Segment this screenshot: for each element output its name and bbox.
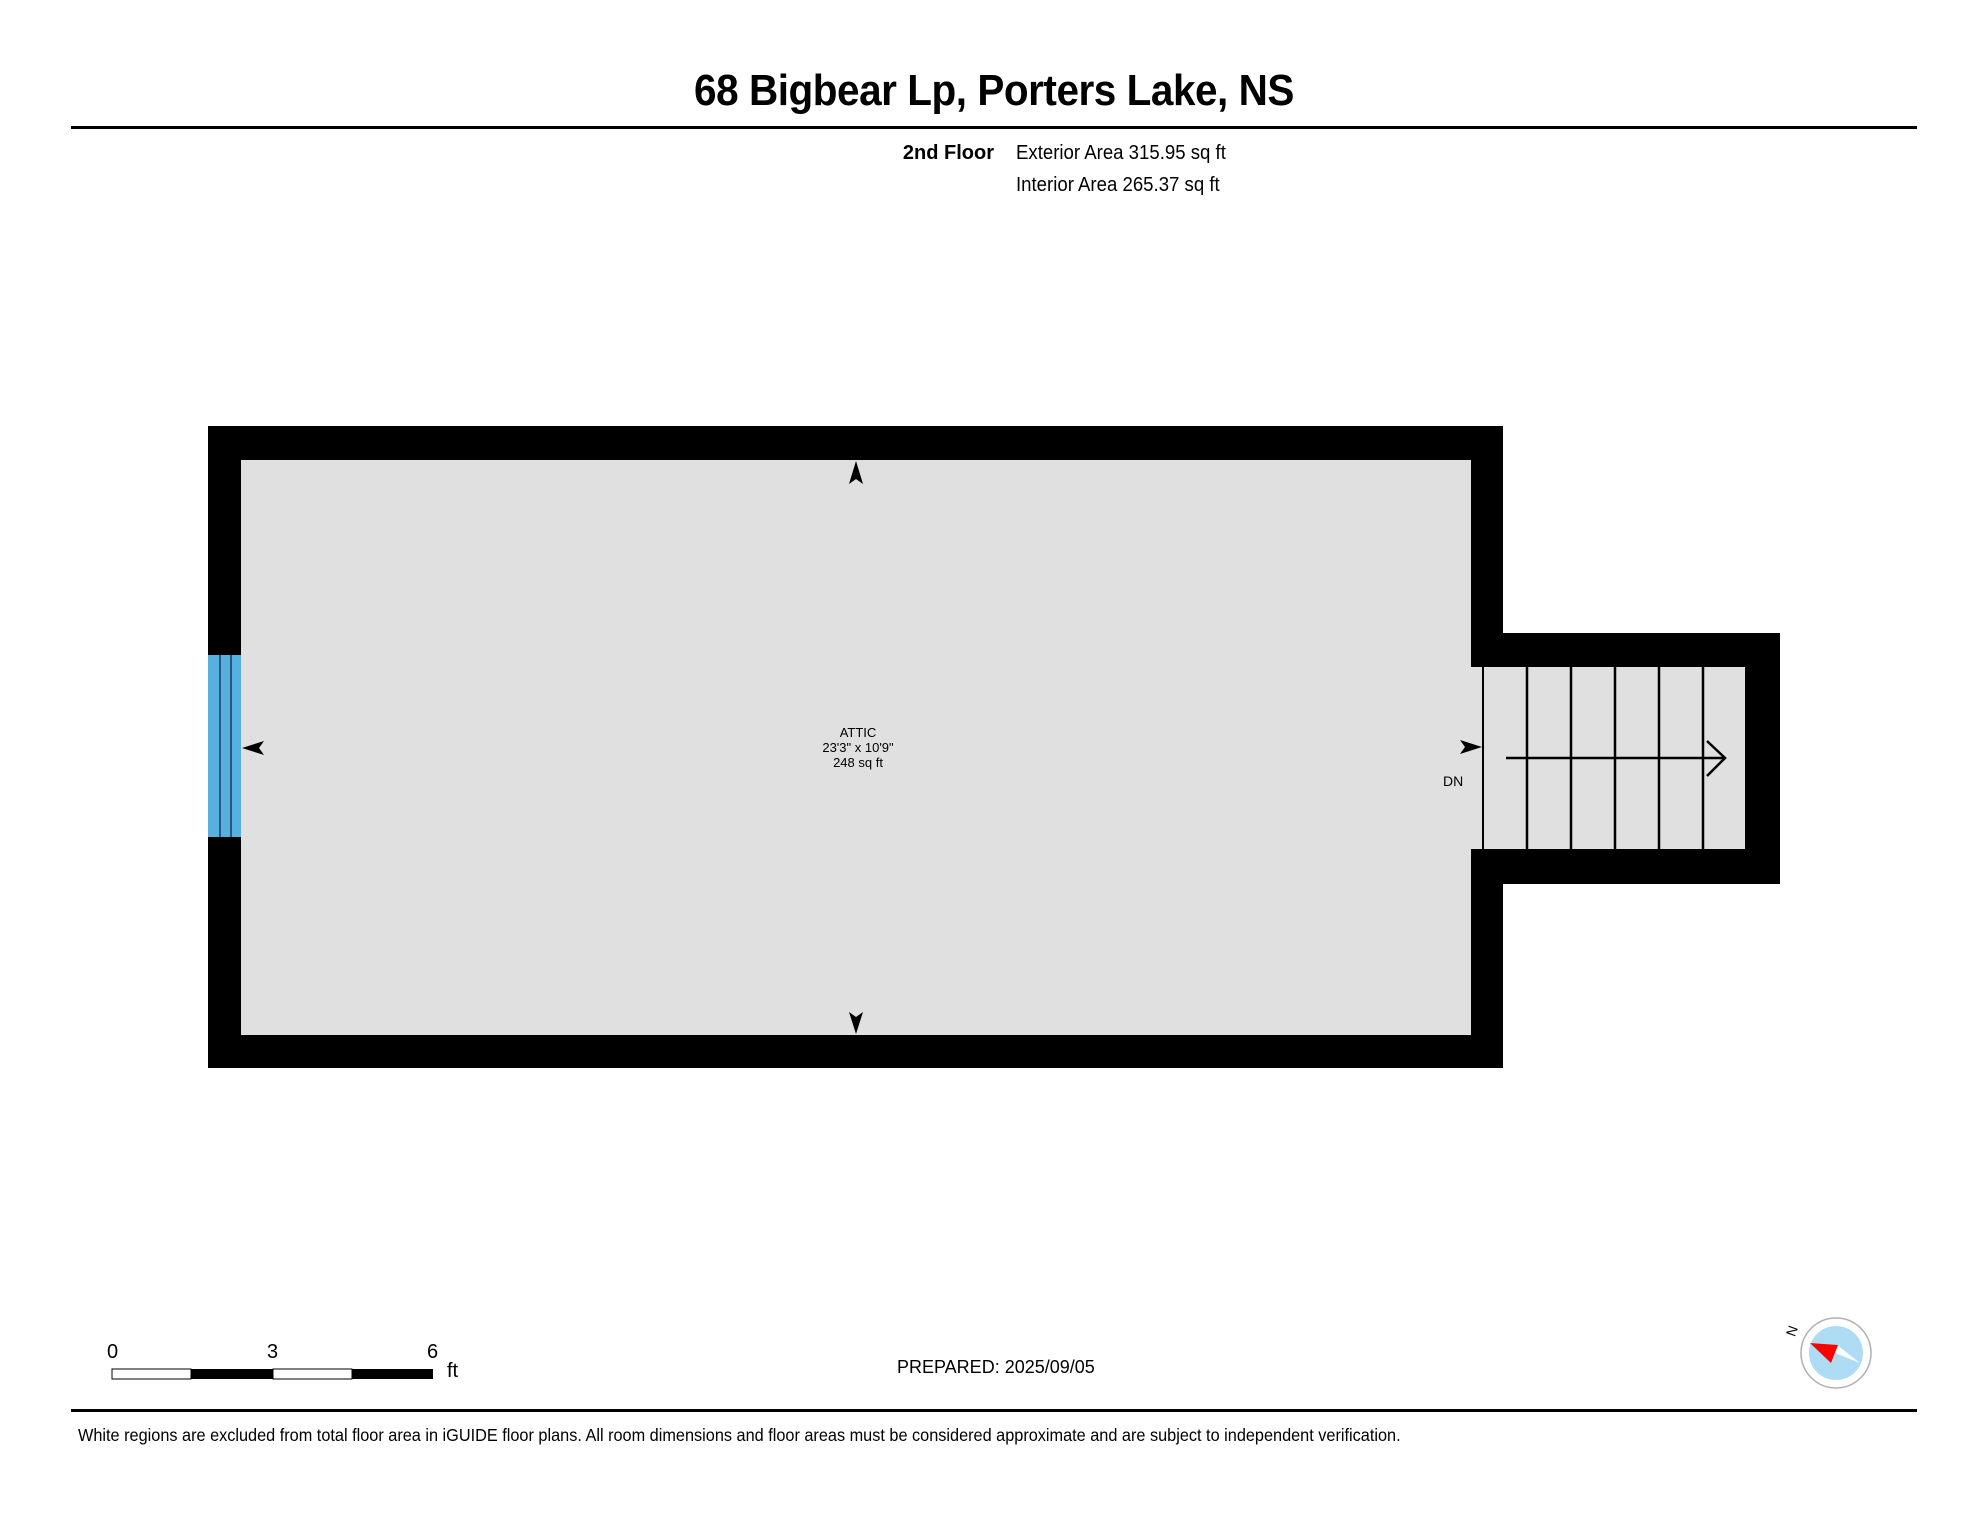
floor-name: 2nd Floor xyxy=(902,142,994,164)
attic-room xyxy=(208,426,1503,1068)
dimension-arrow-top-icon xyxy=(849,461,863,484)
interior-area: Interior Area 265.37 sq ft xyxy=(1016,174,1220,196)
scale-label-6: 6 xyxy=(427,1341,439,1363)
prepared-date: PREPARED: 2025/09/05 xyxy=(897,1357,1095,1377)
room-area: 248 sq ft xyxy=(833,755,883,770)
scale-unit: ft xyxy=(447,1360,459,1382)
room-label-attic: ATTIC 23'3" x 10'9" 248 sq ft xyxy=(758,725,958,770)
stairs-down-label: DN xyxy=(1443,773,1464,789)
stair-direction-arrow-icon xyxy=(1506,740,1727,777)
exterior-area: Exterior Area 315.95 sq ft xyxy=(1016,142,1226,164)
stair-opening xyxy=(1460,667,1484,849)
attic-floor xyxy=(241,460,1471,1035)
scale-label-3: 3 xyxy=(267,1341,279,1363)
page-title: 68 Bigbear Lp, Porters Lake, NS xyxy=(694,66,1294,115)
dimension-arrow-left-icon xyxy=(242,741,264,755)
window xyxy=(208,655,241,837)
room-dimensions: 23'3" x 10'9" xyxy=(822,740,894,755)
compass-north-label: N xyxy=(1783,1323,1801,1338)
scale-bar-graphic xyxy=(111,1368,433,1380)
footer-divider xyxy=(71,1409,1917,1412)
compass-icon: N xyxy=(1783,1317,1872,1389)
scale-label-0: 0 xyxy=(107,1341,119,1363)
footer-disclaimer: White regions are excluded from total fl… xyxy=(78,1425,1401,1445)
dimension-arrow-right-icon xyxy=(1460,740,1482,754)
room-name: ATTIC xyxy=(839,725,877,740)
stair-enclosure xyxy=(1460,633,1780,884)
header-divider xyxy=(71,126,1917,129)
dimension-arrow-bottom-icon xyxy=(849,1012,863,1034)
